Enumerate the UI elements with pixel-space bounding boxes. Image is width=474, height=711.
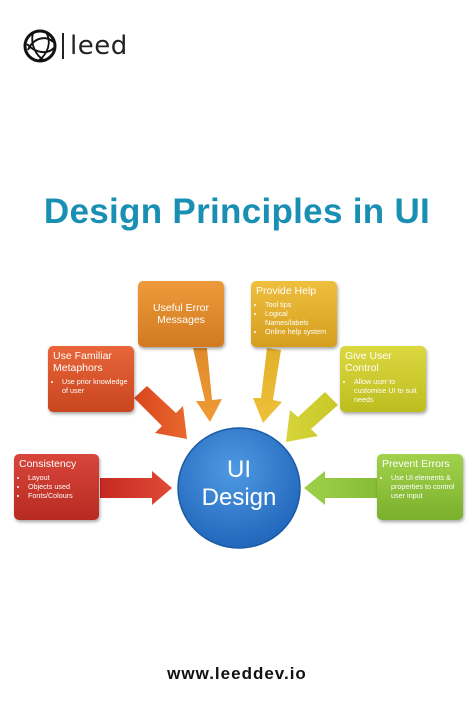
bullet-item: Use UI elements & properties to control … bbox=[391, 473, 458, 500]
node-provide-help: Provide Help Tool tips Logical Names/lab… bbox=[251, 281, 337, 347]
diagram-arrows bbox=[100, 348, 378, 549]
arrow-familiar-metaphors bbox=[134, 386, 187, 439]
node-bullets: Allow user to customise UI to suit needs bbox=[345, 377, 421, 404]
node-title: Prevent Errors bbox=[382, 458, 450, 470]
arrow-user-control bbox=[286, 392, 338, 442]
node-title: Use Familiar Metaphors bbox=[53, 350, 112, 374]
center-circle bbox=[177, 427, 301, 549]
center-label-design: Design bbox=[201, 484, 277, 511]
logo-divider bbox=[62, 33, 64, 59]
bullet-item: Online help system bbox=[265, 327, 332, 336]
bullet-item: Allow user to customise UI to suit needs bbox=[354, 377, 421, 404]
bullet-item: Layout bbox=[28, 473, 94, 482]
center-label-ui: UI bbox=[227, 456, 251, 483]
page-title: Design Principles in UI bbox=[43, 192, 431, 231]
brand-logo: leed bbox=[22, 28, 128, 64]
node-consistency: Consistency Layout Objects used Fonts/Co… bbox=[14, 454, 99, 520]
bullet-item: Use prior knowledge of user bbox=[62, 377, 129, 395]
principles-diagram: UI Design Consistency Layout Objects use… bbox=[0, 270, 474, 570]
bullet-item: Objects used bbox=[28, 482, 94, 491]
bullet-item: Logical Names/labels bbox=[265, 309, 332, 327]
node-bullets: Use UI elements & properties to control … bbox=[382, 473, 458, 500]
node-title: Consistency bbox=[19, 458, 77, 470]
leed-globe-logo-icon bbox=[23, 29, 57, 63]
bullet-item: Fonts/Colours bbox=[28, 491, 94, 500]
node-familiar-metaphors: Use Familiar Metaphors Use prior knowled… bbox=[48, 346, 134, 412]
node-title: Give User Control bbox=[345, 350, 392, 374]
arrow-consistency bbox=[100, 471, 172, 505]
node-prevent-errors: Prevent Errors Use UI elements & propert… bbox=[377, 454, 463, 520]
node-bullets: Use prior knowledge of user bbox=[53, 377, 129, 395]
arrow-prevent-errors bbox=[304, 471, 378, 505]
arrow-provide-help bbox=[253, 348, 282, 423]
brand-name: leed bbox=[70, 31, 128, 61]
node-user-control: Give User Control Allow user to customis… bbox=[340, 346, 426, 412]
bullet-item: Tool tips bbox=[265, 300, 332, 309]
node-bullets: Tool tips Logical Names/labels Online he… bbox=[256, 300, 332, 336]
node-error-messages: Useful Error Messages bbox=[138, 281, 224, 347]
arrow-error-messages bbox=[193, 348, 222, 422]
node-title: Useful Error Messages bbox=[152, 302, 209, 326]
node-bullets: Layout Objects used Fonts/Colours bbox=[19, 473, 94, 500]
node-title: Provide Help bbox=[256, 285, 317, 297]
footer-url[interactable]: www.leeddev.io bbox=[167, 664, 307, 683]
